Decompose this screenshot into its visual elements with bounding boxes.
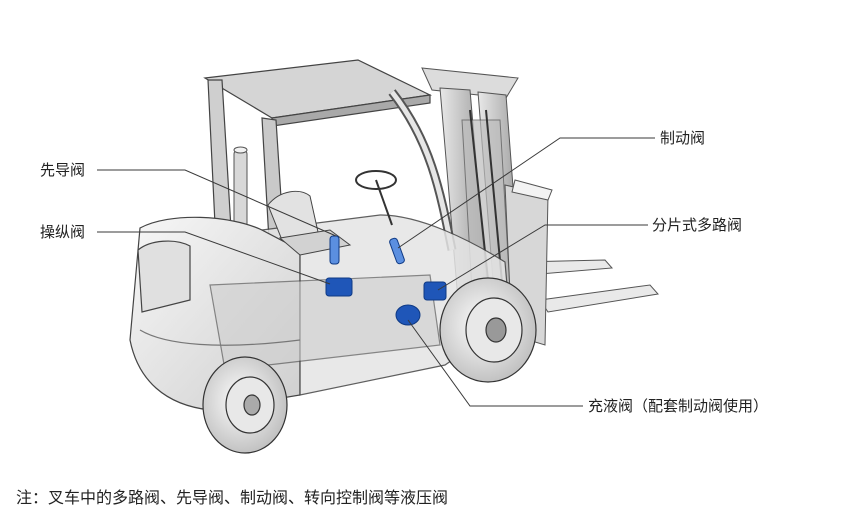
pilot-valve-leader [97, 169, 337, 237]
brake-valve-part [389, 237, 405, 265]
forklift-body [129, 214, 511, 411]
brake-valve-leader [397, 137, 655, 249]
leader-lines [97, 137, 655, 407]
label-sectional-multiway-valve: 分片式多路阀 [652, 216, 743, 234]
figure-note: 注：叉车中的多路阀、先导阀、制动阀、转向控制阀等液压阀 [16, 488, 449, 507]
label-pilot-valve: 先导阀 [40, 161, 86, 179]
control-valve-leader [97, 231, 331, 285]
rear-wheel [202, 356, 288, 454]
multiway-valve-leader [437, 224, 648, 291]
pilot-valve-part [329, 235, 340, 265]
multiway-valve-part [423, 281, 447, 301]
valve-components [325, 235, 447, 326]
overhead-guard [203, 59, 457, 261]
label-charging-valve: 充液阀（配套制动阀使用） [588, 397, 769, 415]
control-valve-part [325, 277, 353, 297]
front-wheel [439, 277, 537, 383]
label-control-valve: 操纵阀 [40, 223, 86, 241]
charging-valve-leader [407, 319, 583, 407]
label-brake-valve: 制动阀 [660, 129, 706, 147]
charging-valve-part [395, 304, 421, 326]
steering-wheel [355, 170, 397, 226]
